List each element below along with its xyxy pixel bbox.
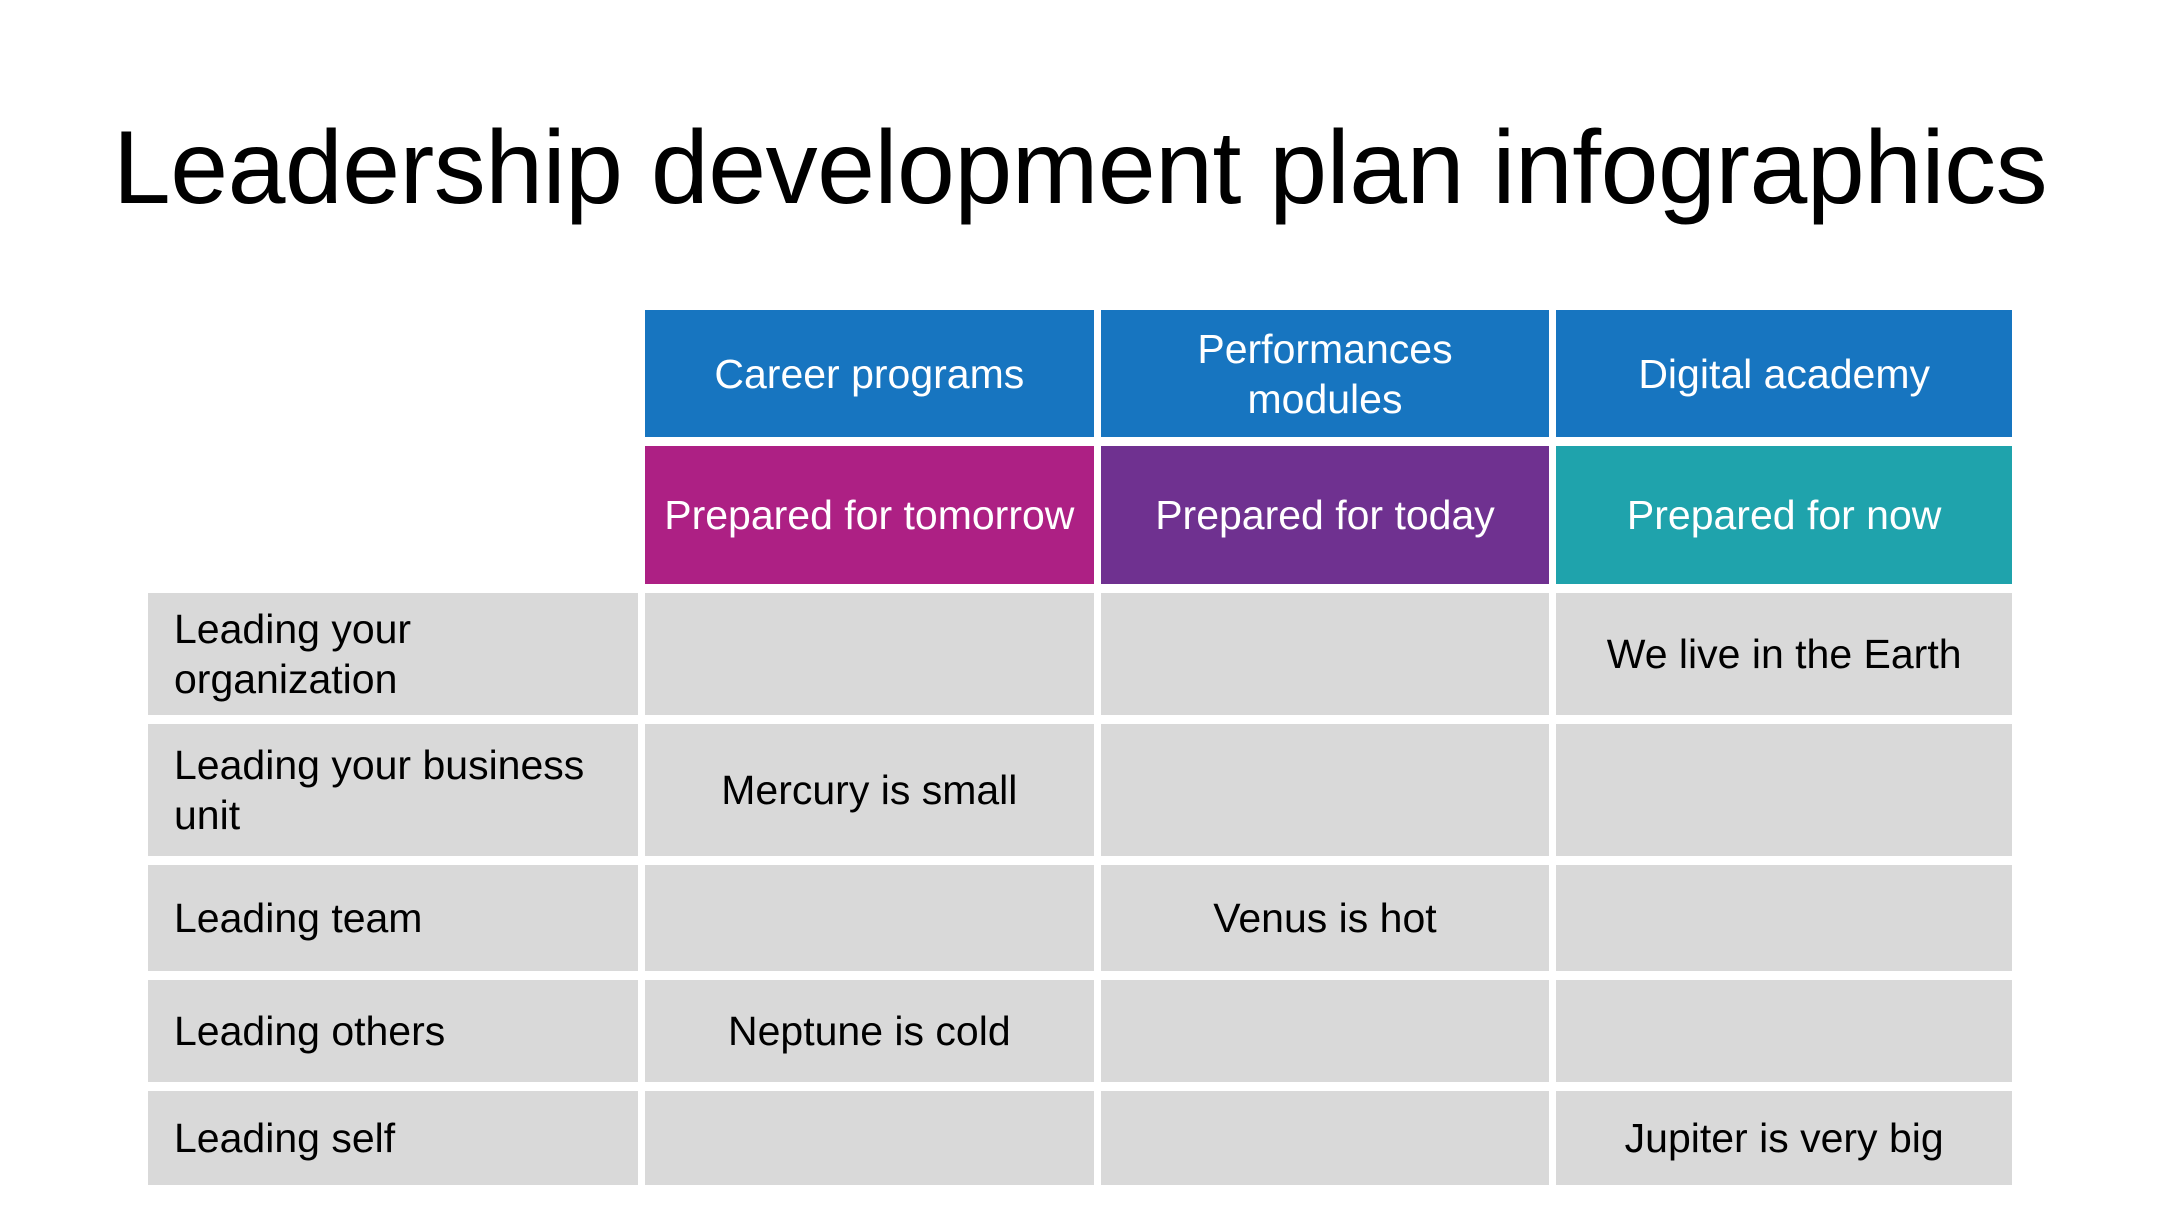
table-body: Leading your organization We live in the… (148, 593, 2012, 1194)
cell-r4c1[interactable]: Neptune is cold (645, 980, 1101, 1091)
cell-r3c3[interactable] (1556, 865, 2012, 980)
table-row: Leading team Venus is hot (148, 865, 2012, 980)
cell-r5c2[interactable] (1100, 1091, 1557, 1194)
cell-r2c2[interactable] (1100, 724, 1557, 865)
column-header-digital-academy[interactable]: Digital academy (1556, 310, 2012, 446)
cell-r2c1[interactable]: Mercury is small (645, 724, 1101, 865)
leadership-matrix-table: Career programs Performances modules Dig… (148, 310, 2012, 1194)
column-subheader-prepared-for-tomorrow[interactable]: Prepared for tomorrow (645, 446, 1101, 593)
cell-r2c3[interactable] (1556, 724, 2012, 865)
cell-r4c2[interactable] (1100, 980, 1557, 1091)
cell-r1c2[interactable] (1100, 593, 1557, 724)
cell-r1c3[interactable]: We live in the Earth (1556, 593, 2012, 724)
header-row-readiness: Prepared for tomorrow Prepared for today… (148, 446, 2012, 593)
cell-r3c2[interactable]: Venus is hot (1100, 865, 1557, 980)
column-header-career-programs[interactable]: Career programs (645, 310, 1101, 446)
row-label-leading-others: Leading others (148, 980, 645, 1091)
header-row-programs: Career programs Performances modules Dig… (148, 310, 2012, 446)
table-row: Leading your business unit Mercury is sm… (148, 724, 2012, 865)
table-row: Leading self Jupiter is very big (148, 1091, 2012, 1194)
row-label-leading-your-organization: Leading your organization (148, 593, 645, 724)
row-label-leading-self: Leading self (148, 1091, 645, 1194)
cell-r3c1[interactable] (645, 865, 1101, 980)
row-label-leading-your-business-unit: Leading your business unit (148, 724, 645, 865)
table-row: Leading your organization We live in the… (148, 593, 2012, 724)
subheader-corner-cell (148, 446, 645, 593)
cell-r4c3[interactable] (1556, 980, 2012, 1091)
cell-r5c3[interactable]: Jupiter is very big (1556, 1091, 2012, 1194)
column-subheader-prepared-for-today[interactable]: Prepared for today (1100, 446, 1557, 593)
table-header: Career programs Performances modules Dig… (148, 310, 2012, 593)
column-header-performances-modules[interactable]: Performances modules (1100, 310, 1557, 446)
page-title: Leadership development plan infographics (112, 110, 2048, 226)
column-subheader-prepared-for-now[interactable]: Prepared for now (1556, 446, 2012, 593)
header-corner-cell (148, 310, 645, 446)
cell-r1c1[interactable] (645, 593, 1101, 724)
table-row: Leading others Neptune is cold (148, 980, 2012, 1091)
row-label-leading-team: Leading team (148, 865, 645, 980)
cell-r5c1[interactable] (645, 1091, 1101, 1194)
